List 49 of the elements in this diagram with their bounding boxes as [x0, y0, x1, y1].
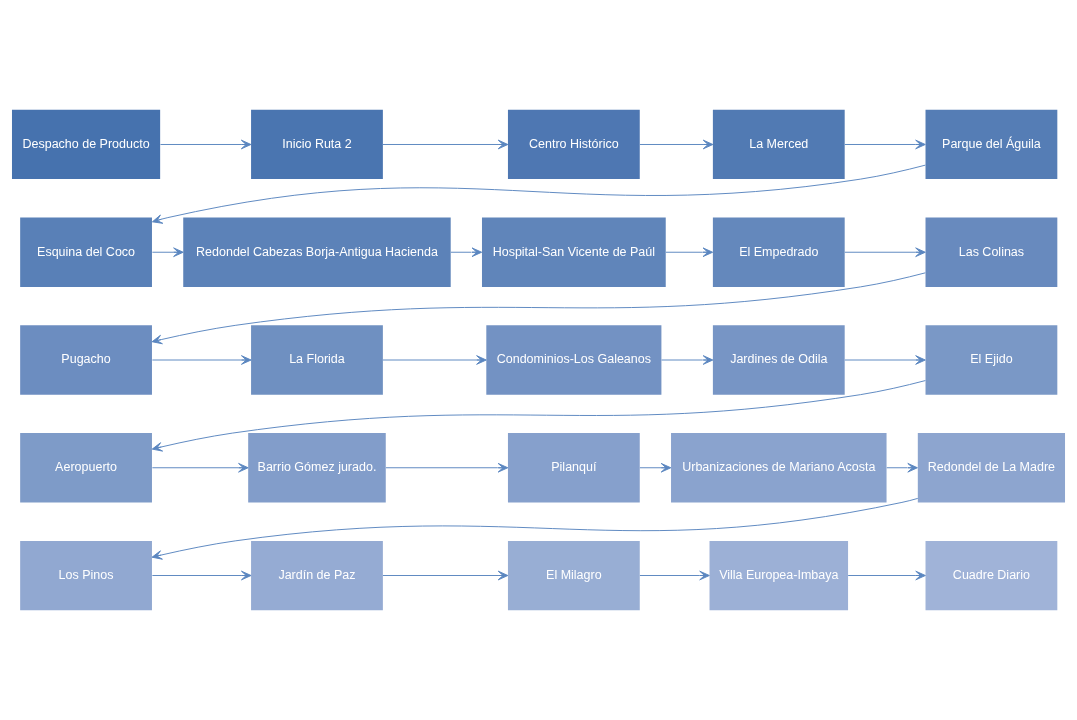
node-box: Jardines de Odila	[712, 325, 845, 395]
arrow	[151, 462, 249, 473]
node-box: Parque del Águila	[925, 109, 1058, 180]
arrow	[151, 272, 926, 345]
node-box: La Merced	[712, 109, 845, 180]
arrow	[385, 462, 509, 473]
node-box: Esquina del Coco	[20, 217, 152, 287]
node-box: Urbanizaciones de Mariano Acosta	[671, 433, 887, 503]
node-box: El Empedrado	[712, 217, 845, 287]
node-box: Los Pinos	[20, 540, 152, 611]
node-box: Despacho de Producto	[12, 109, 161, 180]
arrow	[160, 139, 252, 150]
node-box: Barrio Gómez jurado.	[248, 433, 386, 503]
arrow	[151, 247, 184, 258]
arrow	[382, 139, 509, 150]
node-box: Las Colinas	[925, 217, 1058, 287]
arrow	[151, 355, 252, 365]
arrow	[151, 164, 926, 224]
node-box: La Florida	[251, 325, 383, 395]
arrow	[661, 355, 714, 365]
node-box: Villa Europea-Imbaya	[709, 540, 849, 611]
node-box: El Ejido	[925, 325, 1058, 395]
arrow	[151, 497, 919, 560]
node-box: Redondel de La Madre	[917, 433, 1065, 503]
node-box: Redondel Cabezas Borja-Antigua Hacienda	[183, 217, 451, 287]
arrow	[886, 462, 918, 473]
arrow	[382, 570, 509, 581]
arrow	[639, 139, 714, 150]
arrow	[665, 247, 714, 258]
node-box: El Milagro	[507, 540, 640, 611]
node-box: Centro Histórico	[507, 109, 640, 180]
arrow	[382, 355, 487, 365]
node-box: Condominios-Los Galeanos	[486, 325, 662, 395]
arrow	[639, 462, 672, 473]
arrow	[847, 570, 926, 581]
arrow	[639, 570, 710, 581]
arrow	[844, 355, 926, 365]
arrow	[450, 247, 483, 258]
node-box: Pugacho	[20, 325, 152, 395]
node-box: Pilanquí	[507, 433, 640, 503]
node-box: Hospital-San Vicente de Paúl	[482, 217, 666, 287]
arrow	[844, 139, 926, 150]
node-box: Cuadre Diario	[925, 540, 1058, 611]
arrow	[844, 247, 926, 258]
arrow	[151, 570, 252, 581]
arrow	[151, 380, 926, 452]
node-box: Jardín de Paz	[251, 540, 383, 611]
node-box: Aeropuerto	[20, 433, 152, 503]
node-box: Inicio Ruta 2	[251, 109, 383, 180]
